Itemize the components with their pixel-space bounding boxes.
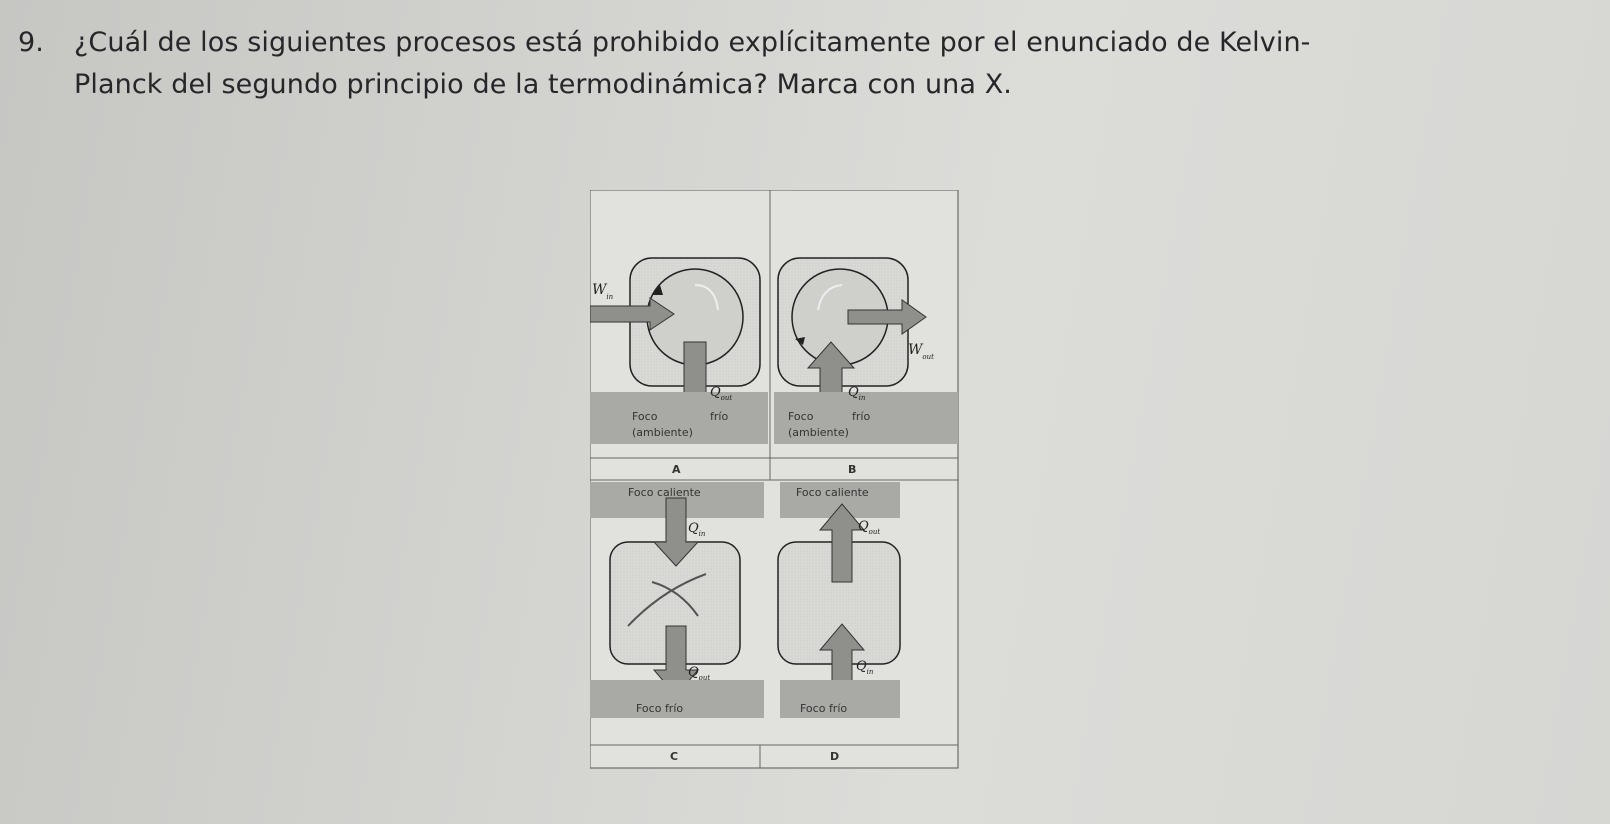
- figure-svg: Win Qout Foco frío (ambiente) A Wout Qin…: [590, 190, 959, 769]
- panel-c-cold-reservoir: [590, 680, 764, 718]
- panel-a-reservoir-word: Foco: [632, 410, 658, 423]
- panel-d-heat-out-arrow: [818, 503, 866, 583]
- panel-a-work-label: Win: [592, 282, 614, 301]
- panel-b-reservoir-word: Foco: [788, 410, 814, 423]
- panel-b-work-arrow: [847, 299, 927, 335]
- panel-a-cold-reservoir: [590, 392, 768, 444]
- panel-a-heat-label: Qout: [710, 385, 732, 402]
- panel-b-reservoir-env: (ambiente): [788, 426, 849, 439]
- panel-c-letter: C: [670, 750, 678, 763]
- panel-b-cold-reservoir: [774, 392, 958, 444]
- panel-c-cross-line-1: [651, 581, 699, 617]
- panel-a-reservoir-cold: frío: [710, 410, 728, 423]
- panel-b-heat-label: Qin: [848, 385, 866, 402]
- panel-a-letter: A: [672, 463, 681, 476]
- thermodynamics-figure: Win Qout Foco frío (ambiente) A Wout Qin…: [590, 190, 960, 770]
- question-text: 9. ¿Cuál de los siguientes procesos está …: [18, 22, 1598, 106]
- panel-b-letter: B: [848, 463, 856, 476]
- panel-d-hot-label: Foco caliente: [796, 486, 869, 499]
- panel-c-cross-line-2: [627, 573, 707, 627]
- panel-c-heat-in-arrow: [652, 497, 700, 567]
- panel-c: Foco caliente Foco frío Qin Qout C: [590, 482, 764, 763]
- panel-b-reservoir-cold: frío: [852, 410, 870, 423]
- panel-c-hot-label: Foco caliente: [628, 486, 701, 499]
- panel-a-reservoir-env: (ambiente): [632, 426, 693, 439]
- panel-d: Foco caliente Foco frío Qout Qin D: [777, 482, 901, 763]
- panel-a: Win Qout Foco frío (ambiente) A: [590, 257, 768, 476]
- question-line-1-text: ¿Cuál de los siguientes procesos está pr…: [74, 27, 1311, 58]
- panel-a-work-arrow: [590, 297, 675, 331]
- panel-d-letter: D: [830, 750, 839, 763]
- panel-d-cold-label: Foco frío: [800, 702, 847, 715]
- panel-d-cold-reservoir: [780, 680, 900, 718]
- panel-d-heat-out-label: Qout: [858, 519, 880, 536]
- question-line-1: 9. ¿Cuál de los siguientes procesos está …: [18, 22, 1598, 64]
- panel-c-cold-label: Foco frío: [636, 702, 683, 715]
- panel-b-work-label: Wout: [908, 342, 934, 361]
- question-line-2: Planck del segundo principio de la termo…: [74, 69, 1012, 100]
- panel-b: Wout Qin Foco frío (ambiente) B: [774, 257, 958, 476]
- panel-c-heat-out-label: Qout: [688, 665, 710, 682]
- panel-d-heat-in-label: Qin: [856, 659, 874, 676]
- question-number: 9.: [18, 27, 44, 58]
- panel-c-heat-in-label: Qin: [688, 521, 706, 538]
